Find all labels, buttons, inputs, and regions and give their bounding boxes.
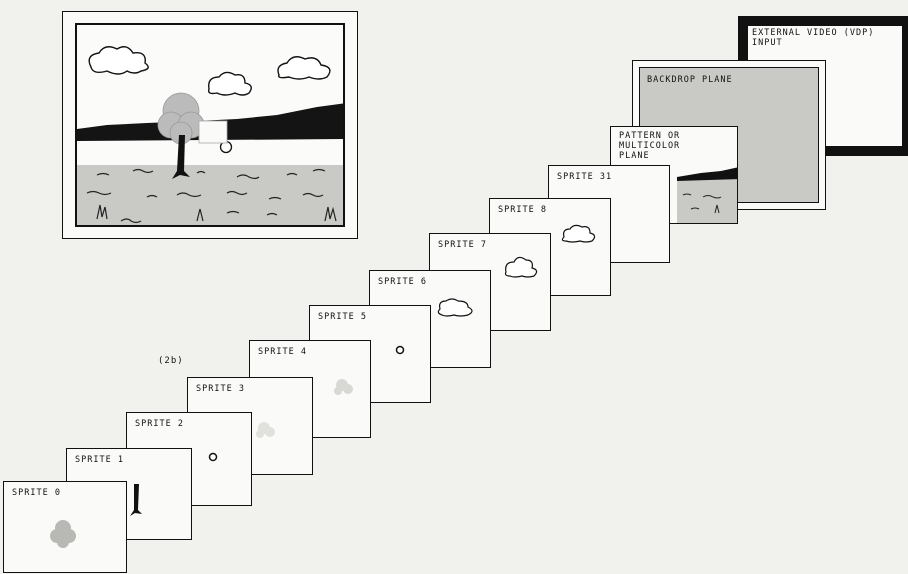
backdrop-plane-label: BACKDROP PLANE — [647, 75, 733, 85]
sprite-31-label: SPRITE 31 — [557, 172, 612, 182]
foliage-sprite-0 — [4, 482, 128, 574]
sprite-plane-0: SPRITE 0 — [3, 481, 127, 573]
pattern-plane-label: PATTERN OR MULTICOLOR PLANE — [619, 131, 680, 161]
external-video-label: EXTERNAL VIDEO (VDP) INPUT — [752, 28, 874, 48]
composite-scene-frame — [75, 23, 345, 227]
figure-label: (2b) — [158, 356, 184, 366]
composite-scene-illustration — [77, 25, 345, 227]
sprite-1-label: SPRITE 1 — [75, 455, 124, 465]
composite-scene — [62, 11, 358, 239]
